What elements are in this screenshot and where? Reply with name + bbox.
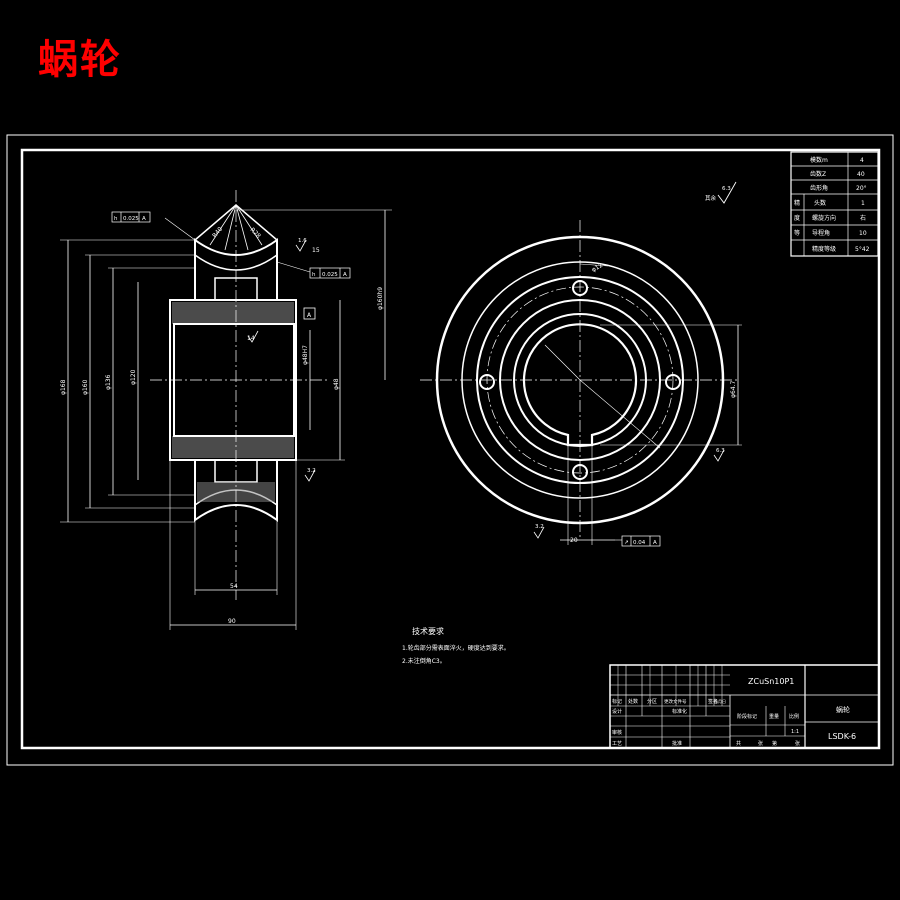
- rim-bottom-outline: [194, 459, 278, 522]
- tol-mid-datum: A: [343, 272, 347, 278]
- tol-mid-value: 0.025: [322, 272, 338, 278]
- dim-d4: φ120: [130, 369, 137, 385]
- dim-d1: φ168: [60, 379, 67, 395]
- tol-mid-symbol: h: [312, 272, 316, 278]
- roughness-marks: 其余 6.3 1.6 3.2 3.2 6.3: [247, 181, 737, 539]
- hub-hatch-bottom: [172, 436, 294, 458]
- dim-hub-d: φ48: [333, 378, 340, 390]
- dim-hole-d: φ12: [591, 262, 605, 274]
- params-table: 模数m 4 齿数Z 40 齿形角 20° 头数 1 螺旋方向 右 导程角 10 …: [790, 151, 879, 257]
- dim-width-90: 90: [228, 618, 236, 625]
- row-label-mark: 标记: [612, 698, 622, 705]
- param-side-mark: 度: [794, 214, 800, 222]
- dim-width-54: 54: [230, 583, 238, 590]
- row-label-process: 工艺: [612, 741, 622, 747]
- tol-right-value: 0.04: [633, 540, 646, 546]
- sheet-total-post: 张: [758, 740, 763, 747]
- bolt-hole-right: [665, 374, 681, 390]
- roughness-2: 3.2: [307, 468, 316, 474]
- tech-heading: 技术要求: [412, 626, 444, 636]
- param-value: 1: [861, 200, 865, 207]
- tolerance-frame-mid: h 0.025 A: [309, 267, 351, 279]
- dim-keyway-w: 20: [570, 537, 578, 544]
- roughness-other: 其余: [705, 194, 717, 202]
- section-dimension-labels: φ168 φ160 φ136 φ120 φ160h9 φ48 φ48H7 54 …: [60, 226, 384, 625]
- dim-total-h: φ160h9: [377, 287, 384, 310]
- param-label: 精度等级: [812, 245, 836, 253]
- dim-d3: φ136: [105, 374, 112, 390]
- tol-right-symbol: ↗: [624, 540, 629, 546]
- hub-hatch-top: [172, 302, 294, 324]
- front-dimension-labels: φ64.7 φ12 20: [570, 262, 737, 544]
- datum-marker: A: [303, 307, 316, 320]
- material-label: ZCuSn10P1: [748, 677, 794, 686]
- dim-r28: R28: [249, 226, 262, 239]
- tolerance-frame-right: ↗ 0.04 A: [621, 535, 661, 547]
- sheet-outer-border: [6, 134, 894, 766]
- row-label-design: 设计: [612, 708, 622, 715]
- param-label: 齿数Z: [810, 170, 826, 178]
- param-label: 齿形角: [810, 184, 828, 192]
- roughness-3: 3.2: [535, 524, 544, 530]
- param-value: 4: [860, 157, 864, 164]
- col-label-count: 处数: [628, 698, 638, 705]
- tol-right-datum: A: [653, 540, 657, 546]
- sheet-total-pre: 共: [736, 740, 741, 747]
- bolt-hole-left: [479, 374, 495, 390]
- col-label-sign: 签名: [708, 698, 718, 705]
- param-side-mark: 等: [794, 229, 800, 237]
- bore-with-keyway: [522, 323, 638, 447]
- stage-label: 阶段标记: [737, 713, 757, 720]
- dim-r40: R40: [211, 226, 224, 240]
- section-view: [60, 190, 392, 630]
- dim-d2: φ160: [82, 379, 89, 395]
- row-label-review: 审核: [612, 729, 622, 736]
- dim-bore-fit: φ48H7: [302, 345, 309, 365]
- sheet-no-pre: 第: [772, 740, 777, 747]
- approval-label: 批准: [672, 740, 682, 747]
- part-name: 蜗轮: [836, 705, 850, 714]
- title-block: ZCuSn10P1 蜗轮 LSDK-6 1:1 标记 处数 分区 更改文件号 签…: [609, 664, 880, 749]
- tech-item: 1.轮齿部分需表面淬火，硬度达到要求。: [402, 644, 510, 652]
- param-side-mark: 精: [794, 199, 800, 207]
- rim-top-outline: [194, 238, 278, 301]
- param-label: 头数: [814, 199, 826, 207]
- col-label-zone: 分区: [647, 698, 657, 705]
- col-label-date: 年月日: [714, 698, 726, 704]
- param-label: 模数m: [810, 156, 828, 164]
- tol-top-symbol: h: [114, 216, 118, 222]
- roughness-1: 1.6: [298, 238, 307, 244]
- sheet-inner-border: [20, 148, 881, 750]
- param-value: 5°42: [855, 246, 870, 253]
- dim-bore-depth: φ64.7: [730, 381, 737, 399]
- sheet-no-post: 张: [795, 740, 800, 747]
- tol-top-datum: A: [142, 216, 146, 222]
- drawing-number: LSDK-6: [828, 732, 856, 741]
- datum-label: A: [307, 312, 312, 319]
- dim-15: 15: [312, 247, 320, 254]
- scale-value: 1:1: [791, 729, 799, 735]
- col-label-change: 更改文件号: [664, 698, 687, 705]
- page-title: 蜗轮: [38, 37, 122, 83]
- tolerance-frame-top: h 0.025 A: [111, 211, 151, 223]
- param-label: 螺旋方向: [812, 214, 836, 222]
- weight-label: 重量: [769, 713, 779, 720]
- front-view: [420, 220, 742, 545]
- param-value: 10: [859, 230, 867, 237]
- param-label: 导程角: [812, 229, 830, 237]
- roughness-4: 6.3: [716, 448, 725, 454]
- param-value: 40: [857, 171, 865, 178]
- dim-keyway: 14: [247, 335, 255, 342]
- tech-requirements: 技术要求 1.轮齿部分需表面淬火，硬度达到要求。 2.未注倒角C3。: [402, 626, 510, 665]
- param-value: 右: [860, 214, 866, 222]
- param-value: 20°: [856, 185, 867, 192]
- scale-label: 比例: [789, 713, 799, 720]
- tech-item: 2.未注倒角C3。: [402, 657, 446, 665]
- roughness-top: 6.3: [722, 186, 731, 192]
- standardization-label: 标准化: [672, 708, 687, 715]
- tol-top-value: 0.025: [123, 216, 139, 222]
